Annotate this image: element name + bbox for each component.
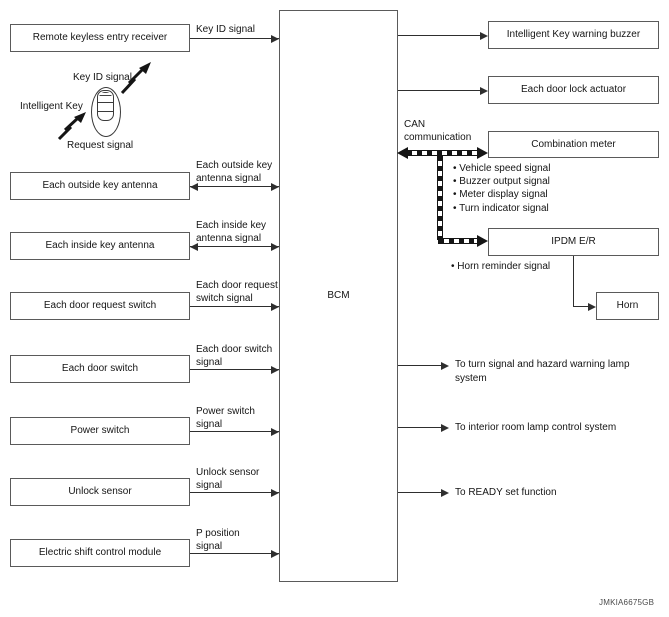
arrowhead-right-icon [271,549,279,558]
arrow-line [190,186,279,187]
can-bus-line [438,238,479,244]
signal-label-outside-key-antenna: Each outside key antenna signal [196,160,273,184]
arrow-line [190,492,279,493]
node-each-inside-key-antenna: Each inside key antenna [10,232,190,260]
horn-reminder-label: • Horn reminder signal [451,261,551,272]
can-signal-item: • Turn indicator signal [453,202,549,214]
bcm-box: BCM [279,10,398,582]
can-bus-line [406,150,481,156]
node-each-outside-key-antenna: Each outside key antenna [10,172,190,200]
node-label: Horn [616,300,639,311]
node-electric-shift-control-module: Electric shift control module [10,539,190,567]
node-label: Each door switch [61,363,139,374]
arrow-line [398,365,441,366]
node-each-door-request-switch: Each door request switch [10,292,190,320]
node-each-door-switch: Each door switch [10,355,190,383]
connector-line [573,306,589,307]
arrow-line [398,35,481,36]
can-communication-label: CAN communication [404,119,472,143]
key-fob-divider [98,111,113,112]
node-label: Each door lock actuator [520,84,627,95]
arrow-line [190,38,279,39]
can-signal-list: • Vehicle speed signal • Buzzer output s… [453,162,550,215]
can-arrowhead-right-icon [477,147,488,159]
signal-label-inside-key-antenna: Each inside key antenna signal [196,220,267,244]
arrowhead-right-icon [271,302,279,311]
signal-label-door-switch: Each door switch signal [196,344,273,368]
arrow-line [190,553,279,554]
can-signal-item: • Vehicle speed signal [453,163,551,174]
arrowhead-right-icon [271,242,279,251]
node-label: Intelligent Key warning buzzer [506,29,641,40]
can-signal-item: • Buzzer output signal [453,176,550,188]
lightning-bolt-icon [57,112,86,141]
node-label: Each door request switch [43,300,157,311]
output-ready-set-function-label: To READY set function [455,487,557,498]
key-fob-buttons [97,90,114,121]
signal-label-p-position: P position signal [196,528,240,552]
bcm-label: BCM [327,290,350,301]
arrowhead-right-icon [480,86,488,95]
node-label: Each outside key antenna [42,180,158,191]
arrowhead-right-icon [588,302,596,311]
signal-label-power-switch: Power switch signal [196,406,255,430]
intelligent-key-label: Intelligent Key [20,101,83,112]
arrow-line [190,306,279,307]
node-label: IPDM E/R [551,236,596,247]
node-ipdm-er: IPDM E/R [488,228,659,256]
lightning-bolt-icon [120,62,151,95]
node-remote-keyless-entry-receiver: Remote keyless entry receiver [10,24,190,52]
arrowhead-right-icon [271,34,279,43]
key-fob-divider [98,102,113,103]
signal-label-unlock-sensor: Unlock sensor signal [196,467,260,491]
node-unlock-sensor: Unlock sensor [10,478,190,506]
output-interior-room-lamp-label: To interior room lamp control system [455,422,617,433]
key-fob-cap [99,92,112,98]
connector-line [573,256,574,307]
arrow-line [190,431,279,432]
arrowhead-left-icon [190,242,198,251]
node-intelligent-key-warning-buzzer: Intelligent Key warning buzzer [488,21,659,49]
request-signal-label: Request signal [67,140,134,151]
can-arrowhead-left-icon [397,147,408,159]
arrow-line [190,369,279,370]
output-turn-signal-hazard-label: To turn signal and hazard warning lamp s… [455,359,630,384]
arrow-line [398,90,481,91]
node-each-door-lock-actuator: Each door lock actuator [488,76,659,104]
arrowhead-right-icon [271,182,279,191]
node-horn: Horn [596,292,659,320]
node-label: Each inside key antenna [45,240,155,251]
node-label: Power switch [70,425,130,436]
can-arrowhead-right-icon [477,235,488,247]
key-id-signal-label: Key ID signal [73,72,132,83]
arrowhead-left-icon [190,182,198,191]
can-signal-item: • Meter display signal [453,189,548,201]
watermark: JMKIA6675GB [599,598,655,607]
node-label: Remote keyless entry receiver [32,32,168,43]
arrowhead-right-icon [271,488,279,497]
node-label: Unlock sensor [68,486,132,497]
arrowhead-right-icon [441,488,449,497]
arrowhead-right-icon [271,427,279,436]
arrow-line [398,427,441,428]
signal-label-key-id: Key ID signal [196,24,255,35]
arrowhead-right-icon [271,365,279,374]
node-power-switch: Power switch [10,417,190,445]
node-label: Combination meter [531,138,616,150]
node-label: Electric shift control module [38,547,162,558]
arrowhead-right-icon [480,31,488,40]
arrowhead-right-icon [441,361,449,370]
can-bus-line-vertical [437,155,443,240]
signal-label-door-request-switch: Each door request switch signal [196,280,278,304]
node-combination-meter: Combination meter [488,131,659,158]
arrow-line [190,246,279,247]
arrowhead-right-icon [441,423,449,432]
arrow-line [398,492,441,493]
